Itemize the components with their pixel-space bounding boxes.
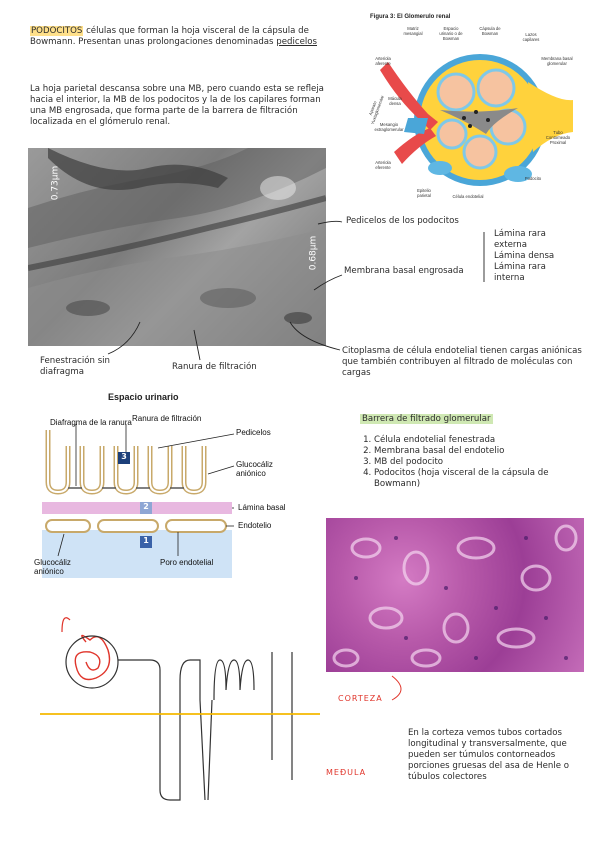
barrera-item: Célula endotelial fenestrada [374,435,580,446]
pedicelos-diagram-label: Pedicelos [236,428,271,437]
label-macula: Mácula densa [388,96,402,106]
endotelio-label: Endotelio [238,521,272,530]
barrera-list: Célula endotelial fenestrada Membrana ba… [360,435,580,490]
ranura-diagram-label: Ranura de filtración [132,414,202,423]
glomerulus-figure: Figura 3: El Glomerulo renal Matriz mesa… [368,12,578,204]
label-epitelio: Epitelio parietal [417,188,431,198]
citoplasma-label: Citoplasma de célula endotelial tienen c… [342,346,582,378]
pedicelos-label: Pedicelos de los podocitos [346,216,459,226]
lamina-basal-label: Lámina basal [238,503,286,512]
membrana-label: Membrana basal engrosada [344,266,464,276]
label-membrana: Membrana basal glomerular [541,56,573,66]
diagram-title: Espacio urinario [108,392,179,402]
barrera-item: MB del podocito [374,457,580,468]
layers-list: Lámina rara externa Lámina densa Lámina … [494,229,574,284]
layer-1: Lámina rara externa [494,229,546,250]
histology-texture [332,524,578,668]
diafragma-label: Diafragma de la ranura [50,418,132,427]
mb-paragraph: La hoja parietal descansa sobre una MB, … [30,84,324,127]
label-podocito: Podocito [524,176,542,181]
label-endotelial: Célula endotelial [452,194,484,199]
barrera-item: Membrana basal del endotelio [374,446,580,457]
marker-2: 2 [143,502,149,511]
label-eferente: Arteriola eferente [375,160,391,170]
marker-1: 1 [143,536,149,545]
barrera-item: Podocitos (hoja visceral de la cápsula d… [374,468,580,490]
histology-image [326,518,584,672]
figure-title: Figura 3: El Glomerulo renal [370,14,451,20]
bottom-paragraph: En la corteza vemos tubos cortados longi… [408,728,569,782]
label-lazos: Lazos capilares [522,32,540,42]
barrera-title: Barrera de filtrado glomerular [360,414,493,424]
podocitos-term: PODOCITOS [30,26,84,36]
filtration-diagram: Espacio urinario [28,390,320,580]
layer-3: Lámina rara interna [494,262,546,283]
label-tubo: Tubo Contorneado Proximal [545,130,571,145]
glucocaliz-label: Glucocáliz aniónico [236,460,273,478]
label-matriz: Matriz mesangial [403,26,423,36]
pedicelos-term: pedicelos [276,37,317,47]
poro-label: Poro endotelial [160,558,214,567]
micrograph-texture [28,148,326,346]
glomerulus-illustration [380,54,573,186]
diagram-illustration [42,424,235,578]
glucocaliz2-label: Glucocáliz aniónico [34,558,71,576]
label-capsula: Cápsula de Bowman [479,26,501,36]
label-extraglomerular: Mesangio extraglomerular [374,122,404,132]
label-aferente: Arteriola aferente [375,56,391,66]
corteza-label: CORTEZA [338,694,383,703]
label-espacio: Espacio urinario o de Bowman [439,26,463,41]
fenestracion-label: Fenestración sin diafragma [40,356,111,377]
barrera-section: Barrera de filtrado glomerular Célula en… [360,414,580,490]
intro-paragraph: PODOCITOS células que forman la hoja vis… [30,26,330,48]
ranura-label: Ranura de filtración [172,362,257,372]
intro-text: células que forman la hoja visceral de l… [30,26,309,47]
layer-2: Lámina densa [494,251,555,261]
medula-label: MEÐULA [326,768,367,777]
electron-micrograph: 0.73µm 0.68µm [28,148,326,346]
marker-3: 3 [121,452,127,461]
